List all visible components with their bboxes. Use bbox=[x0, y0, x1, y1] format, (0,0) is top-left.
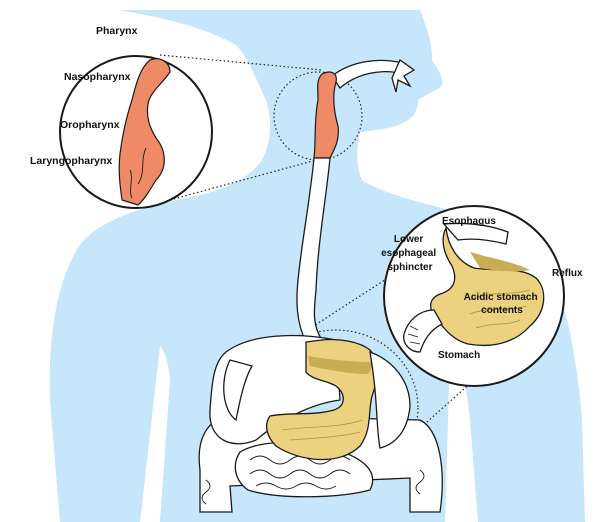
labels: Pharynx Nasopharynx Oropharynx Laryngoph… bbox=[30, 25, 583, 361]
callout-line-sphincter bbox=[291, 251, 429, 341]
air-flow-arrow-icon bbox=[391, 59, 416, 93]
label-sphincter-line-3: sphincter bbox=[387, 262, 432, 273]
pharynx-in-situ bbox=[313, 59, 416, 159]
callout-line-top-upper bbox=[159, 54, 323, 71]
label-sphincter-line-1: Lower bbox=[394, 234, 424, 245]
label-pharynx: Pharynx bbox=[96, 25, 138, 37]
liver-lobe bbox=[223, 359, 253, 422]
label-acidic-stomach-contents: Acidic stomach contents bbox=[464, 292, 541, 316]
spleen bbox=[369, 351, 411, 449]
label-reflux: Reflux bbox=[552, 268, 583, 279]
label-esophagus: Esophagus bbox=[442, 216, 496, 227]
stomach-detail-rugae bbox=[469, 289, 531, 329]
label-acidic-line-1: Acidic stomach bbox=[464, 292, 538, 303]
label-stomach: Stomach bbox=[438, 350, 480, 361]
pharynx-detail-callout bbox=[59, 55, 213, 209]
stomach-detail-callout bbox=[383, 205, 565, 387]
label-lower-esophageal-sphincter: Lower esophageal sphincter bbox=[381, 234, 439, 273]
label-nasopharynx: Nasopharynx bbox=[64, 71, 131, 83]
label-sphincter-line-2: esophageal bbox=[381, 248, 436, 259]
pharynx-throat bbox=[313, 71, 339, 159]
abdominal-organs bbox=[198, 334, 443, 513]
duodenum-detail bbox=[403, 309, 443, 353]
label-oropharynx: Oropharynx bbox=[60, 119, 120, 131]
label-laryngopharynx: Laryngopharynx bbox=[30, 155, 112, 167]
pharynx-detail-folds bbox=[129, 147, 147, 199]
reflux-region bbox=[470, 252, 530, 272]
callout-line-top-lower bbox=[169, 159, 317, 201]
stomach-contents-shade bbox=[308, 356, 372, 374]
label-acidic-line-2: contents bbox=[481, 305, 523, 316]
esophagus-detail bbox=[442, 222, 509, 245]
pharynx-detail bbox=[118, 58, 171, 206]
stomach-rugae bbox=[281, 419, 363, 441]
